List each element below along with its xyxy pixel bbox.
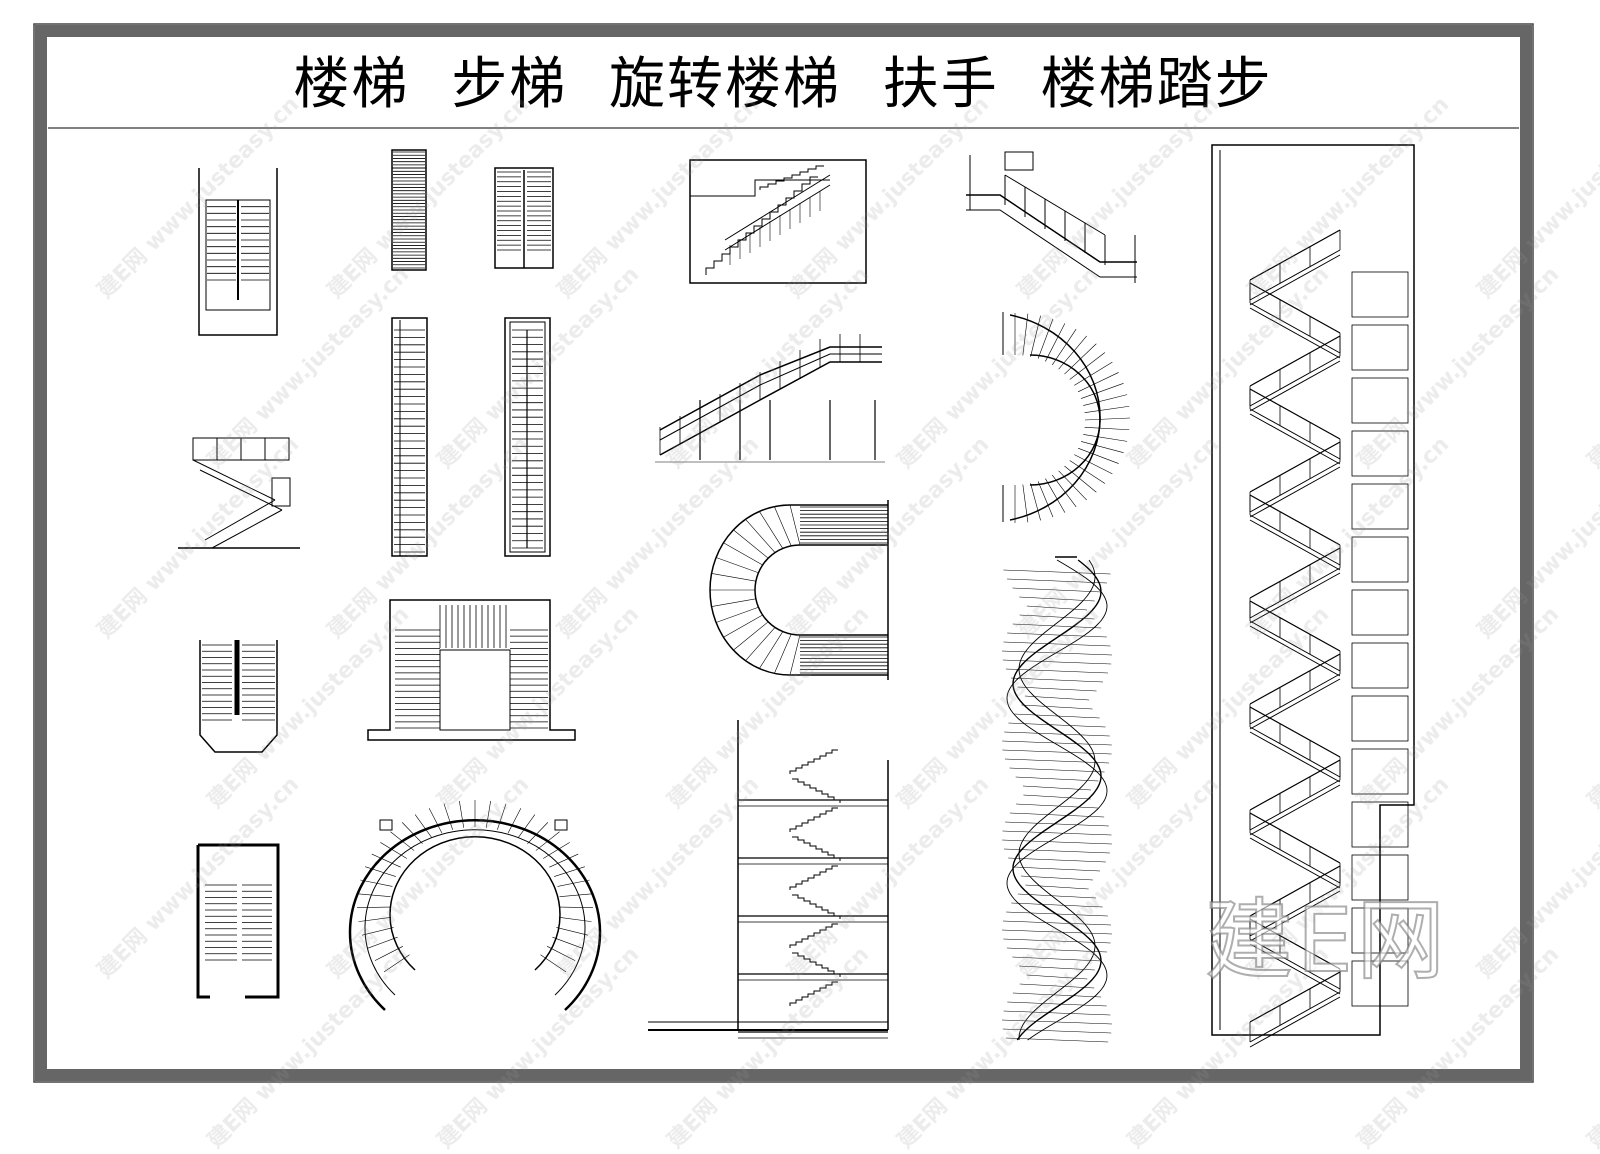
stair-plan-long-1 [391,317,428,557]
stair-building-section [648,720,889,1039]
circular-stair-plan [348,800,602,1011]
stair-plan-narrow [391,149,427,271]
stair-plan-double [494,167,554,269]
frame-border [35,25,1532,1081]
sheet-title: 楼梯 步梯 旋转楼梯 扶手 楼梯踏步 [293,52,1273,117]
stair-plan-long-2 [504,317,551,557]
railing-elevation [655,334,885,463]
helical-stair [196,843,280,999]
spiral-stair-u [709,500,889,680]
stair-plan-chamfer [199,640,278,753]
stair-plan-fire [1001,556,1113,1043]
drawing-sheet [33,23,1534,1083]
stair-elevation-railing [966,151,1137,283]
stair-section-railing [689,159,867,284]
stair-tower-section [1211,144,1415,1048]
watermark-logo: 建E网 [1204,888,1449,993]
stair-plan-double-run [198,168,278,336]
spiral-stair-half [1002,312,1131,523]
stair-plan-u-shape [367,599,576,741]
outer-border [33,23,1534,1083]
stair-isometric [178,437,300,549]
